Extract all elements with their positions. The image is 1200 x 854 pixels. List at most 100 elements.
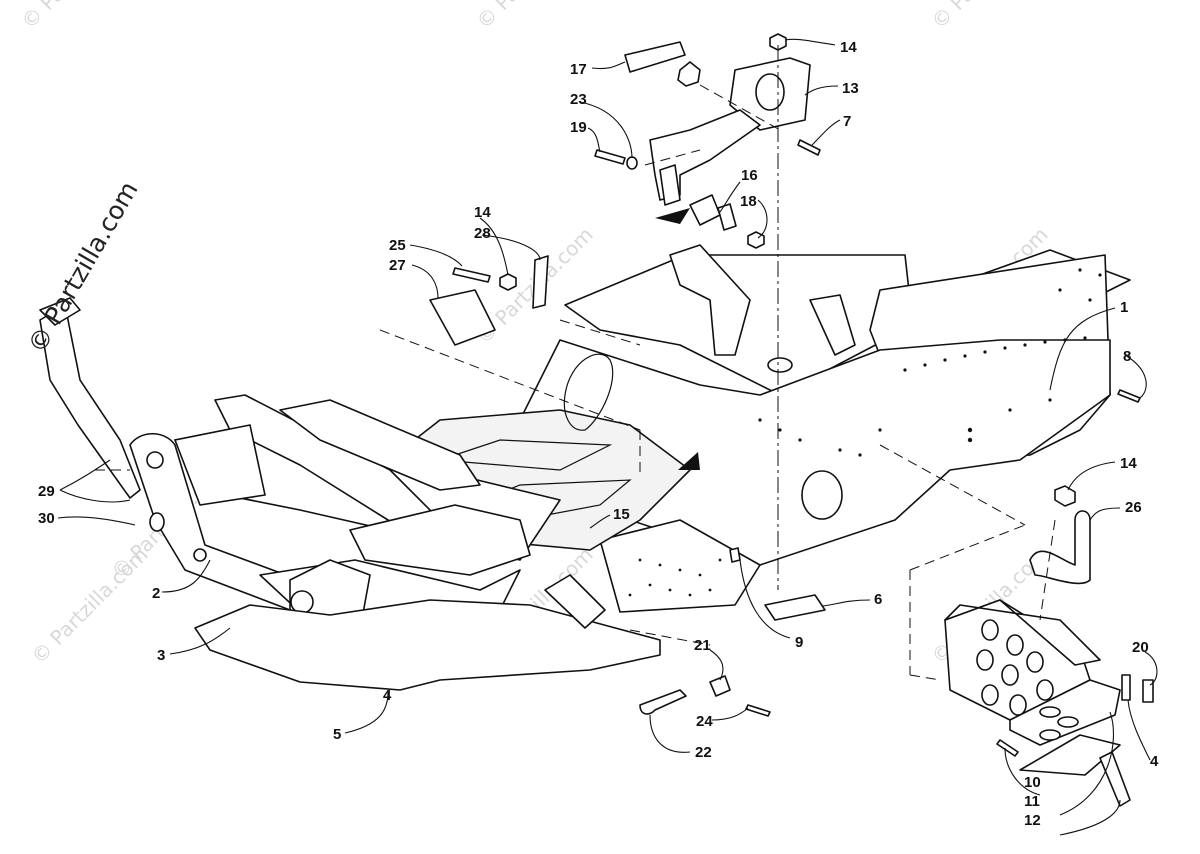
footrest-top-plate (944, 599, 1101, 666)
callout-23: 23 (570, 91, 587, 108)
footrest-hole-3 (976, 649, 994, 671)
steering-support-leg (659, 164, 681, 206)
strap-12 (1099, 751, 1131, 807)
footrest-hole-8 (1036, 679, 1054, 701)
clip-18 (717, 203, 737, 231)
rivet-9 (729, 547, 741, 563)
nut-14-mid (499, 273, 517, 291)
callout-14b: 14 (474, 204, 491, 221)
arm-pivot-hole-2 (146, 451, 164, 469)
direction-arrow-1 (655, 208, 690, 224)
side-circle-cutout (801, 470, 843, 520)
callout-9: 9 (795, 634, 803, 651)
callout-27: 27 (389, 257, 406, 274)
callout-30: 30 (38, 510, 55, 527)
footrest-hole-6 (981, 684, 999, 706)
watermark-2: © Partzilla.com (472, 0, 598, 34)
front-frame-bushing (149, 512, 165, 532)
callout-labels: 1 2 3 4 4 5 6 7 8 9 10 11 12 13 14 14 14… (38, 39, 1159, 829)
front-inner-box (174, 424, 266, 506)
bolt-20a (1121, 674, 1131, 701)
assembly-lines (95, 45, 1056, 681)
front-frame-crossmember (279, 399, 481, 491)
pin-8 (1117, 389, 1141, 403)
steering-strap (624, 41, 686, 73)
footrest-hole-2 (1006, 634, 1024, 656)
steering-support-bracket (649, 57, 811, 206)
callout-16: 16 (741, 167, 758, 184)
footrest-hole-5 (1026, 651, 1044, 673)
pin-10 (996, 739, 1019, 757)
footrest-panel (599, 519, 761, 613)
cross-tube (544, 574, 606, 629)
callout-14a: 14 (840, 39, 857, 56)
callout-8: 8 (1123, 348, 1131, 365)
footrest-slot-1 (1039, 706, 1061, 718)
clip-21 (709, 675, 731, 697)
footrest-hole-7 (1009, 694, 1027, 716)
callout-5: 5 (333, 726, 341, 743)
cable-24 (745, 704, 771, 717)
rivet-dots (628, 268, 1102, 597)
footrest-hole-1 (981, 619, 999, 641)
callout-4a: 4 (383, 687, 392, 704)
footrest-lower-plate (1009, 679, 1121, 746)
callout-12: 12 (1024, 812, 1041, 829)
callout-7: 7 (843, 113, 851, 130)
arm-pivot-hole (193, 548, 207, 562)
callout-11: 11 (1024, 793, 1040, 810)
callout-10: 10 (1024, 774, 1041, 791)
bolt-20b (1142, 679, 1154, 703)
callout-3: 3 (157, 647, 165, 664)
nut-top (769, 33, 787, 51)
footrest-slot-2 (1057, 716, 1079, 728)
callout-28: 28 (474, 225, 491, 242)
leader-lines (57, 38, 1158, 836)
star-knob (677, 61, 701, 87)
footrest-slot-3 (1039, 729, 1061, 741)
callout-2: 2 (152, 585, 160, 602)
callout-22: 22 (695, 744, 712, 761)
steering-arm-29 (39, 304, 141, 499)
footrest-step (1019, 734, 1121, 776)
handle-22 (639, 689, 687, 715)
callout-20: 20 (1132, 639, 1149, 656)
bolt-25 (452, 267, 491, 283)
direction-arrow-2 (678, 452, 700, 470)
footrest-support-tube (1029, 510, 1091, 585)
plate-6 (764, 594, 826, 621)
callout-15: 15 (613, 506, 630, 523)
callout-14c: 14 (1120, 455, 1137, 472)
pin-7 (797, 139, 821, 156)
arm-tip (39, 297, 81, 326)
callout-18: 18 (740, 193, 757, 210)
bolt-19 (594, 149, 626, 165)
plate-27 (429, 289, 496, 346)
front-frame-pivot-hole (290, 590, 314, 614)
upper-brace-2 (809, 294, 856, 356)
watermark-3: © Partzilla.com (927, 0, 1053, 34)
front-bulkhead-box (349, 504, 531, 576)
callout-1: 1 (1120, 299, 1128, 316)
chassis-frame (394, 244, 1131, 613)
tube-nut (1054, 485, 1076, 507)
washer-23 (626, 156, 638, 170)
steering-plate-hole (755, 73, 785, 111)
callout-4b: 4 (1150, 753, 1159, 770)
callout-19: 19 (570, 119, 587, 136)
footrest-hole-4 (1001, 664, 1019, 686)
upper-brace (669, 244, 751, 356)
floor-slot-1 (439, 439, 613, 471)
side-oval-cutout (563, 353, 614, 431)
callout-6: 6 (874, 591, 882, 608)
belly-pan (194, 599, 661, 691)
callout-21: 21 (694, 637, 711, 654)
pin-28 (532, 255, 549, 309)
callout-13: 13 (842, 80, 859, 97)
callout-29: 29 (38, 483, 55, 500)
callout-17: 17 (570, 61, 587, 78)
watermark-1: © Partzilla.com (17, 0, 143, 34)
callout-24: 24 (696, 713, 713, 730)
small-bracket-16 (689, 194, 721, 226)
